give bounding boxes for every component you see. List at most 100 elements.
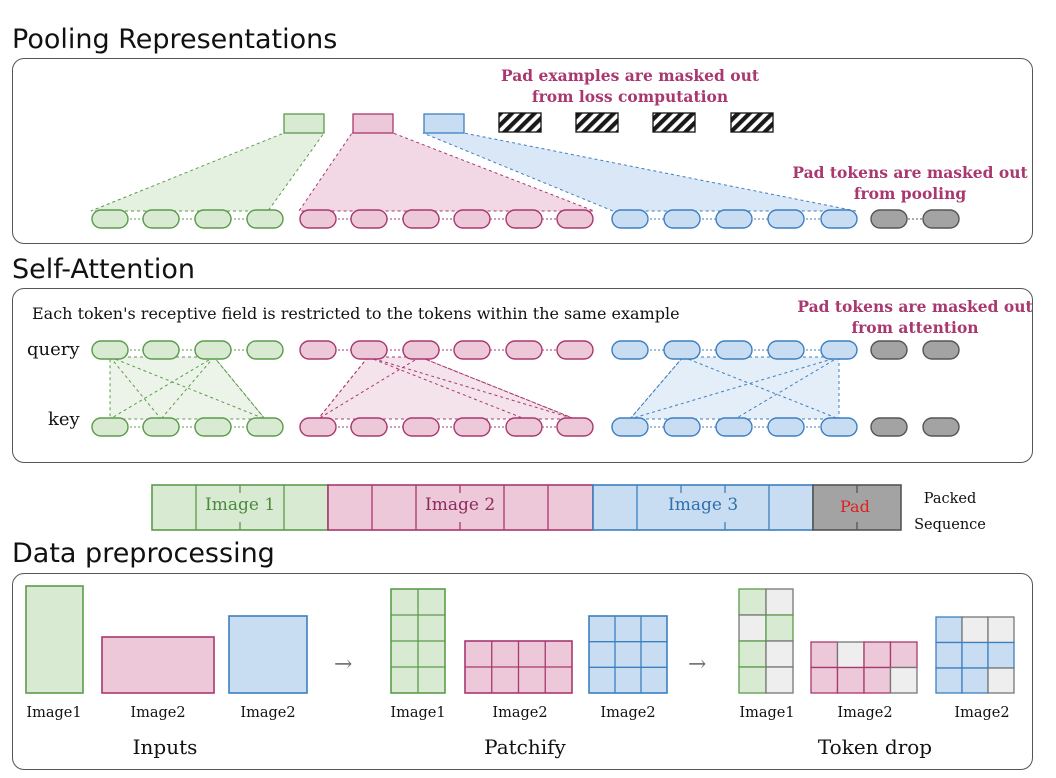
pool-token bbox=[611, 209, 649, 229]
patchify-label-1: Image1 bbox=[390, 705, 446, 721]
input-image3 bbox=[228, 615, 308, 694]
note-pad-examples-line2: from loss computation bbox=[531, 87, 729, 106]
pool-token-row bbox=[91, 209, 960, 229]
pad-example-box bbox=[652, 112, 696, 133]
key-token bbox=[922, 417, 960, 437]
pool-fan-green bbox=[90, 132, 325, 212]
packed-image2-label: Image 2 bbox=[425, 495, 496, 515]
note-pad-attention-line2: from attention bbox=[851, 318, 979, 337]
pool-token bbox=[922, 209, 960, 229]
patchify-label-2: Image2 bbox=[492, 705, 548, 721]
pool-token bbox=[505, 209, 543, 229]
pool-token bbox=[91, 209, 129, 229]
key-token bbox=[453, 417, 491, 437]
key-token bbox=[299, 417, 337, 437]
key-token bbox=[556, 417, 594, 437]
patchify-label-3: Image2 bbox=[600, 705, 656, 721]
note-pad-attention-line1: Pad tokens are masked out bbox=[797, 297, 1033, 316]
key-token bbox=[505, 417, 543, 437]
packed-sequence-caption: Packed Sequence bbox=[905, 486, 995, 538]
note-pad-pooling-line2: from pooling bbox=[853, 184, 967, 203]
pooled-rep-pink bbox=[352, 113, 394, 134]
pool-token bbox=[194, 209, 232, 229]
patchify-image3 bbox=[588, 615, 668, 694]
packed-image3 bbox=[592, 484, 814, 531]
pool-token bbox=[299, 209, 337, 229]
query-token bbox=[870, 340, 908, 360]
key-token bbox=[767, 417, 805, 437]
section-title-data-preprocessing: Data preprocessing bbox=[12, 538, 275, 569]
inputs-label-2: Image2 bbox=[130, 705, 186, 721]
key-row-label: key bbox=[48, 409, 80, 430]
tokendrop-image2 bbox=[810, 641, 918, 694]
tokendrop-label-2: Image2 bbox=[837, 705, 893, 721]
note-pad-attention: Pad tokens are masked out from attention bbox=[795, 296, 1035, 338]
pool-token bbox=[556, 209, 594, 229]
key-token bbox=[715, 417, 753, 437]
tokendrop-label-3: Image2 bbox=[954, 705, 1010, 721]
key-token bbox=[611, 417, 649, 437]
pooled-rep-green bbox=[283, 113, 325, 134]
pool-token bbox=[402, 209, 440, 229]
input-image1 bbox=[25, 585, 84, 694]
receptive-field-text: Each token's receptive field is restrict… bbox=[32, 304, 680, 323]
packed-image1-label: Image 1 bbox=[205, 495, 276, 515]
query-token bbox=[505, 340, 543, 360]
section-title-self-attention: Self-Attention bbox=[12, 254, 196, 285]
key-token-row bbox=[91, 417, 960, 437]
query-token-row bbox=[91, 340, 960, 360]
patchify-image1 bbox=[390, 588, 446, 694]
tokendrop-label-1: Image1 bbox=[739, 705, 795, 721]
query-token bbox=[663, 340, 701, 360]
pool-token bbox=[870, 209, 908, 229]
query-token bbox=[299, 340, 337, 360]
note-pad-examples: Pad examples are masked out from loss co… bbox=[470, 65, 790, 107]
key-token bbox=[194, 417, 232, 437]
key-token bbox=[402, 417, 440, 437]
key-token bbox=[142, 417, 180, 437]
pooled-rep-blue bbox=[423, 113, 465, 134]
attention-lines-pink bbox=[316, 356, 576, 420]
attention-lines-blue bbox=[628, 356, 840, 420]
stage-tokendrop-label: Token drop bbox=[817, 735, 933, 759]
note-pad-pooling-line1: Pad tokens are masked out bbox=[792, 163, 1028, 182]
packed-image3-label: Image 3 bbox=[668, 495, 739, 515]
pool-token bbox=[453, 209, 491, 229]
pool-token bbox=[663, 209, 701, 229]
key-token bbox=[820, 417, 858, 437]
inputs-label-3: Image2 bbox=[240, 705, 296, 721]
section-title-pooling: Pooling Representations bbox=[12, 24, 338, 55]
query-token bbox=[91, 340, 129, 360]
patchify-image2 bbox=[464, 640, 573, 694]
pool-token bbox=[350, 209, 388, 229]
pad-example-box bbox=[575, 112, 619, 133]
query-token bbox=[715, 340, 753, 360]
query-token bbox=[142, 340, 180, 360]
query-token bbox=[402, 340, 440, 360]
packed-caption-line2: Sequence bbox=[914, 517, 986, 533]
tokendrop-image3 bbox=[935, 616, 1015, 694]
input-image2 bbox=[101, 636, 215, 694]
query-token bbox=[194, 340, 232, 360]
packed-pad-label: Pad bbox=[840, 497, 870, 516]
key-token bbox=[91, 417, 129, 437]
query-token bbox=[820, 340, 858, 360]
key-token bbox=[246, 417, 284, 437]
pool-token bbox=[820, 209, 858, 229]
note-pad-examples-line1: Pad examples are masked out bbox=[500, 66, 759, 85]
query-token bbox=[767, 340, 805, 360]
query-token bbox=[556, 340, 594, 360]
note-pad-pooling: Pad tokens are masked out from pooling bbox=[790, 162, 1030, 204]
query-token bbox=[922, 340, 960, 360]
query-row-label: query bbox=[27, 339, 80, 360]
pool-fan-pink bbox=[298, 132, 595, 212]
inputs-label-1: Image1 bbox=[26, 705, 82, 721]
attention-lines-green bbox=[109, 356, 267, 420]
pool-token bbox=[246, 209, 284, 229]
pool-token bbox=[715, 209, 753, 229]
packed-sequence-bar bbox=[151, 484, 902, 531]
key-token bbox=[350, 417, 388, 437]
query-token bbox=[350, 340, 388, 360]
arrow-right-icon: → bbox=[334, 652, 353, 677]
